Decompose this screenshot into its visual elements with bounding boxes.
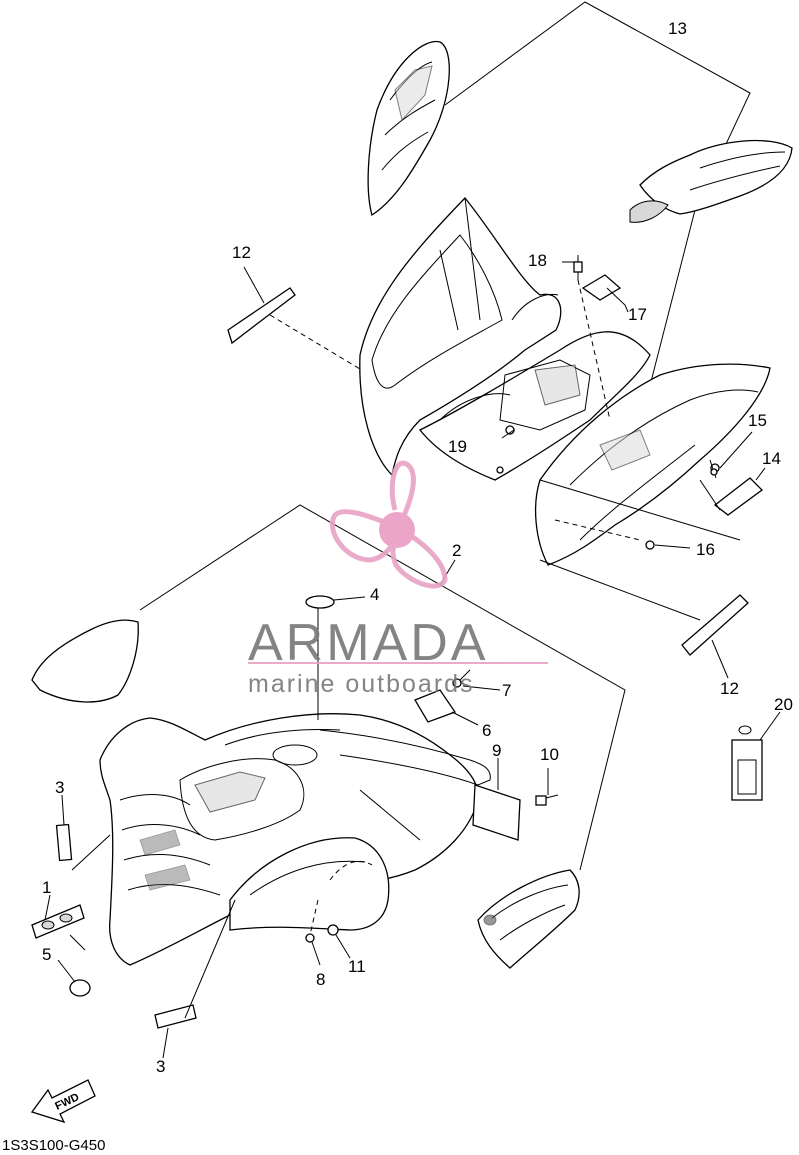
callout-20: 20 xyxy=(774,695,793,714)
callout-17: 17 xyxy=(628,305,647,324)
part-13-graphic-set xyxy=(367,1,793,406)
callout-18: 18 xyxy=(528,251,547,270)
rear-fender-assembly xyxy=(359,197,771,621)
callout-6: 6 xyxy=(482,721,491,740)
armada-watermark: ARMADA marine outboards xyxy=(248,460,548,698)
callout-13: 13 xyxy=(668,19,687,38)
callout-10: 10 xyxy=(540,745,559,764)
rear-leader-lines xyxy=(501,261,766,549)
watermark-tagline: marine outboards xyxy=(248,670,475,698)
front-small-decals xyxy=(31,794,236,1059)
callout-4: 4 xyxy=(370,585,379,604)
watermark-rule xyxy=(248,662,548,664)
callout-3-upper: 3 xyxy=(55,778,64,797)
callout-12-lower: 12 xyxy=(720,679,739,698)
fwd-direction-arrow: FWD xyxy=(30,1079,96,1124)
front-side-graphic xyxy=(477,869,580,969)
part-2-front-fender-assembly xyxy=(31,504,626,966)
callout-7: 7 xyxy=(502,681,511,700)
callout-8: 8 xyxy=(316,970,325,989)
callout-19: 19 xyxy=(448,437,467,456)
callout-16: 16 xyxy=(696,540,715,559)
callout-1: 1 xyxy=(42,878,51,897)
propeller-logo-icon xyxy=(330,460,448,589)
callout-11: 11 xyxy=(348,957,366,976)
callout-9: 9 xyxy=(492,741,501,760)
callout-labels: 13 12 18 17 19 15 14 16 2 4 7 6 9 10 3 1… xyxy=(42,19,793,1076)
callout-14: 14 xyxy=(762,449,781,468)
callout-5: 5 xyxy=(42,945,51,964)
callout-2: 2 xyxy=(452,541,461,560)
callout-3-lower: 3 xyxy=(156,1057,165,1076)
part-20-tag xyxy=(731,711,781,801)
callout-12-upper: 12 xyxy=(232,243,251,262)
callout-15: 15 xyxy=(748,411,767,430)
part-12-decal-lower xyxy=(681,594,749,679)
drawing-code: 1S3S100-G450 xyxy=(2,1137,105,1154)
